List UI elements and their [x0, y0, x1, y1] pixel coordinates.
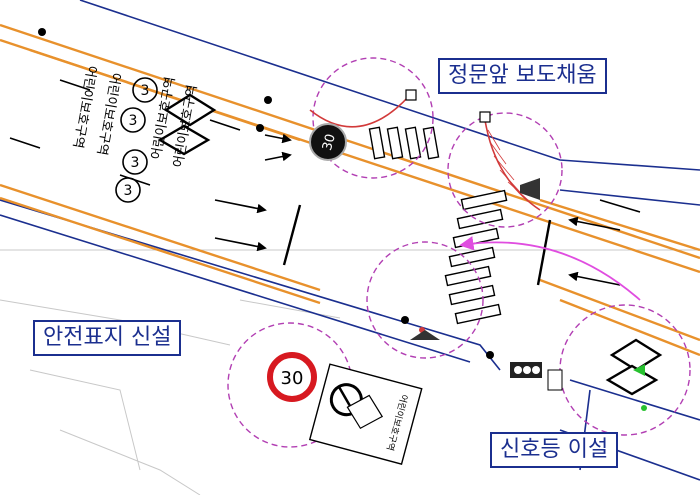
speaker-icon: [520, 178, 540, 200]
road-speed-limit-marker: 30: [309, 123, 347, 161]
road-speed-limit-text: 30: [320, 132, 339, 152]
road-speed-number: 3: [141, 83, 150, 99]
building-outlines: [0, 249, 700, 495]
road-speed-number: 3: [129, 113, 138, 129]
callout-crosswalk-paving: 정문앞 보도채움: [438, 58, 607, 94]
callout-safety-sign-install: 안전표지 신설: [33, 320, 182, 356]
diamond-marking: [605, 364, 659, 396]
callout-signal-relocation: 신호등 이설: [490, 432, 619, 468]
lane-stripes: [0, 23, 700, 357]
speed-limit-sign: 30: [267, 352, 317, 402]
speed-limit-sign-value: 30: [281, 368, 304, 389]
traffic-signal-icon: [510, 362, 563, 391]
diamond-marking: [163, 93, 217, 127]
post: [479, 111, 491, 123]
school-zone-sign: 어린이보호구역: [308, 363, 423, 465]
green-dot: [641, 405, 647, 411]
post: [405, 89, 417, 101]
diamond-marking: [609, 338, 663, 372]
highlight-circle: [447, 112, 563, 228]
speaker-icon: [410, 330, 440, 340]
dots: [38, 28, 494, 359]
highlight-circle: [366, 241, 484, 359]
road-zone-text: 어린이보호구역: [171, 84, 200, 169]
diamond-markings: [157, 93, 663, 396]
stop-lines: [282, 204, 552, 286]
road-speed-markings: [115, 77, 158, 203]
hatched-area: [487, 129, 529, 201]
highlight-circle: [312, 57, 434, 179]
road-zone-text: 어린이보호구역: [70, 64, 99, 149]
posts: [405, 89, 491, 123]
crosswalk-main: [444, 189, 508, 325]
direction-arrows: [214, 133, 621, 286]
green-arrow-icon: [633, 364, 645, 376]
crosswalk-upper: [368, 126, 440, 160]
pink-arrow: [459, 236, 641, 301]
diamond-marking: [157, 124, 211, 156]
road-speed-number: 3: [124, 183, 133, 199]
curb-curves: [309, 94, 541, 211]
road-speed-number: 3: [131, 155, 140, 171]
road-zone-text: 어린이보호구역: [94, 71, 123, 156]
